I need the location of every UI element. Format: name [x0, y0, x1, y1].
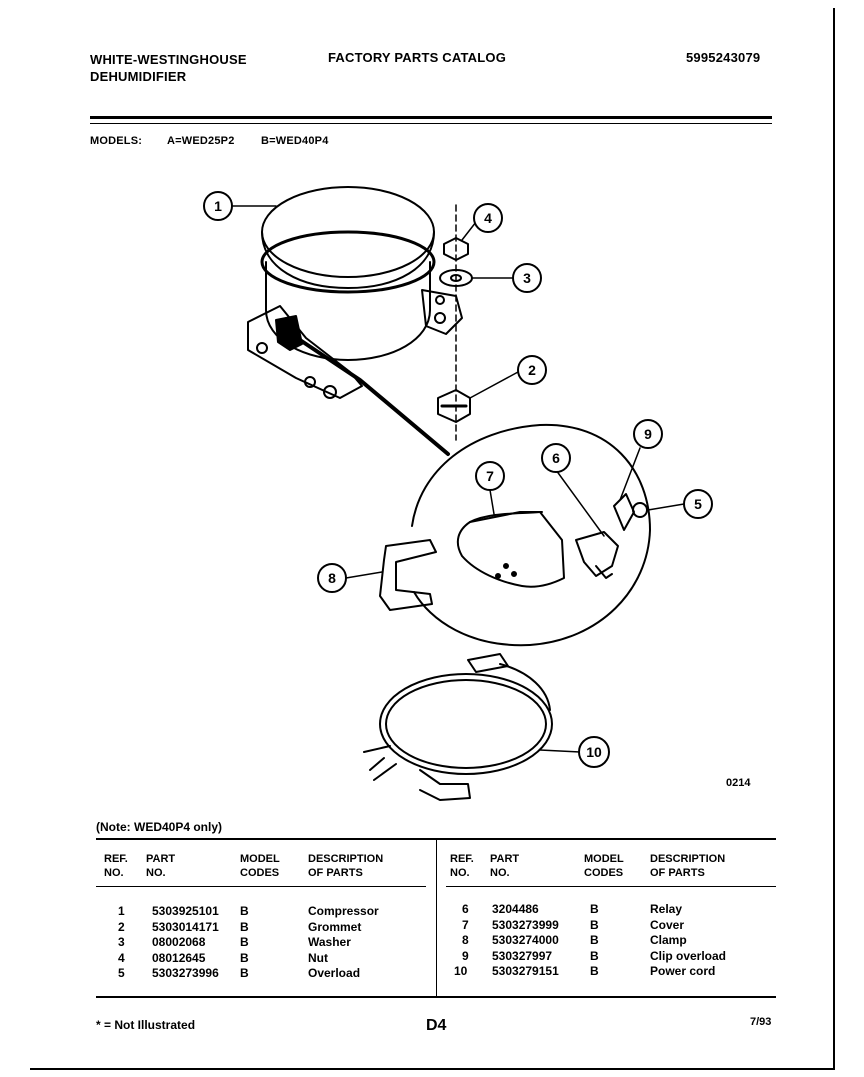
callout-5: 5 — [683, 489, 713, 519]
callout-1: 1 — [203, 191, 233, 221]
svg-text:10: 10 — [586, 744, 602, 760]
svg-text:7: 7 — [486, 468, 494, 484]
callout-2: 2 — [517, 355, 547, 385]
svg-text:5: 5 — [694, 496, 702, 512]
callout-9: 9 — [633, 419, 663, 449]
table-divider — [436, 838, 437, 998]
svg-text:3: 3 — [523, 270, 531, 286]
header-underline-right — [446, 886, 776, 887]
models-label: MODELS: — [90, 135, 143, 147]
callout-6: 6 — [541, 443, 571, 473]
svg-text:2: 2 — [528, 362, 536, 378]
header-underline-left — [96, 886, 426, 887]
header-rule-thin — [90, 123, 772, 124]
callout-3: 3 — [512, 263, 542, 293]
svg-text:8: 8 — [328, 570, 336, 586]
catalog-title: FACTORY PARTS CATALOG — [328, 50, 507, 65]
note: (Note: WED40P4 only) — [96, 820, 223, 834]
model-a: A=WED25P2 — [167, 135, 235, 147]
svg-text:6: 6 — [552, 450, 560, 466]
callout-4: 4 — [473, 203, 503, 233]
svg-text:1: 1 — [214, 198, 222, 214]
callout-10: 10 — [578, 736, 610, 768]
brand-line2: DEHUMIDIFIER — [90, 69, 187, 84]
catalog-number: 5995243079 — [686, 50, 761, 65]
compressor-illustration — [247, 186, 463, 456]
table-rule-bottom — [96, 996, 776, 998]
figure-code: 0214 — [726, 777, 751, 789]
model-b: B=WED40P4 — [261, 135, 329, 147]
header-rule-thick — [90, 116, 772, 119]
exploded-parts-diagram: 1 4 3 2 7 6 9 5 8 10 0214 — [203, 186, 751, 801]
svg-text:4: 4 — [484, 210, 492, 226]
callout-7: 7 — [475, 461, 505, 491]
brand-line1: WHITE-WESTINGHOUSE — [90, 52, 247, 67]
callout-8: 8 — [317, 563, 347, 593]
not-illustrated-legend: * = Not Illustrated — [96, 1018, 196, 1032]
page-number: D4 — [426, 1017, 447, 1034]
revision-date: 7/93 — [750, 1016, 772, 1028]
svg-text:9: 9 — [644, 426, 652, 442]
page-frame — [30, 8, 835, 1070]
